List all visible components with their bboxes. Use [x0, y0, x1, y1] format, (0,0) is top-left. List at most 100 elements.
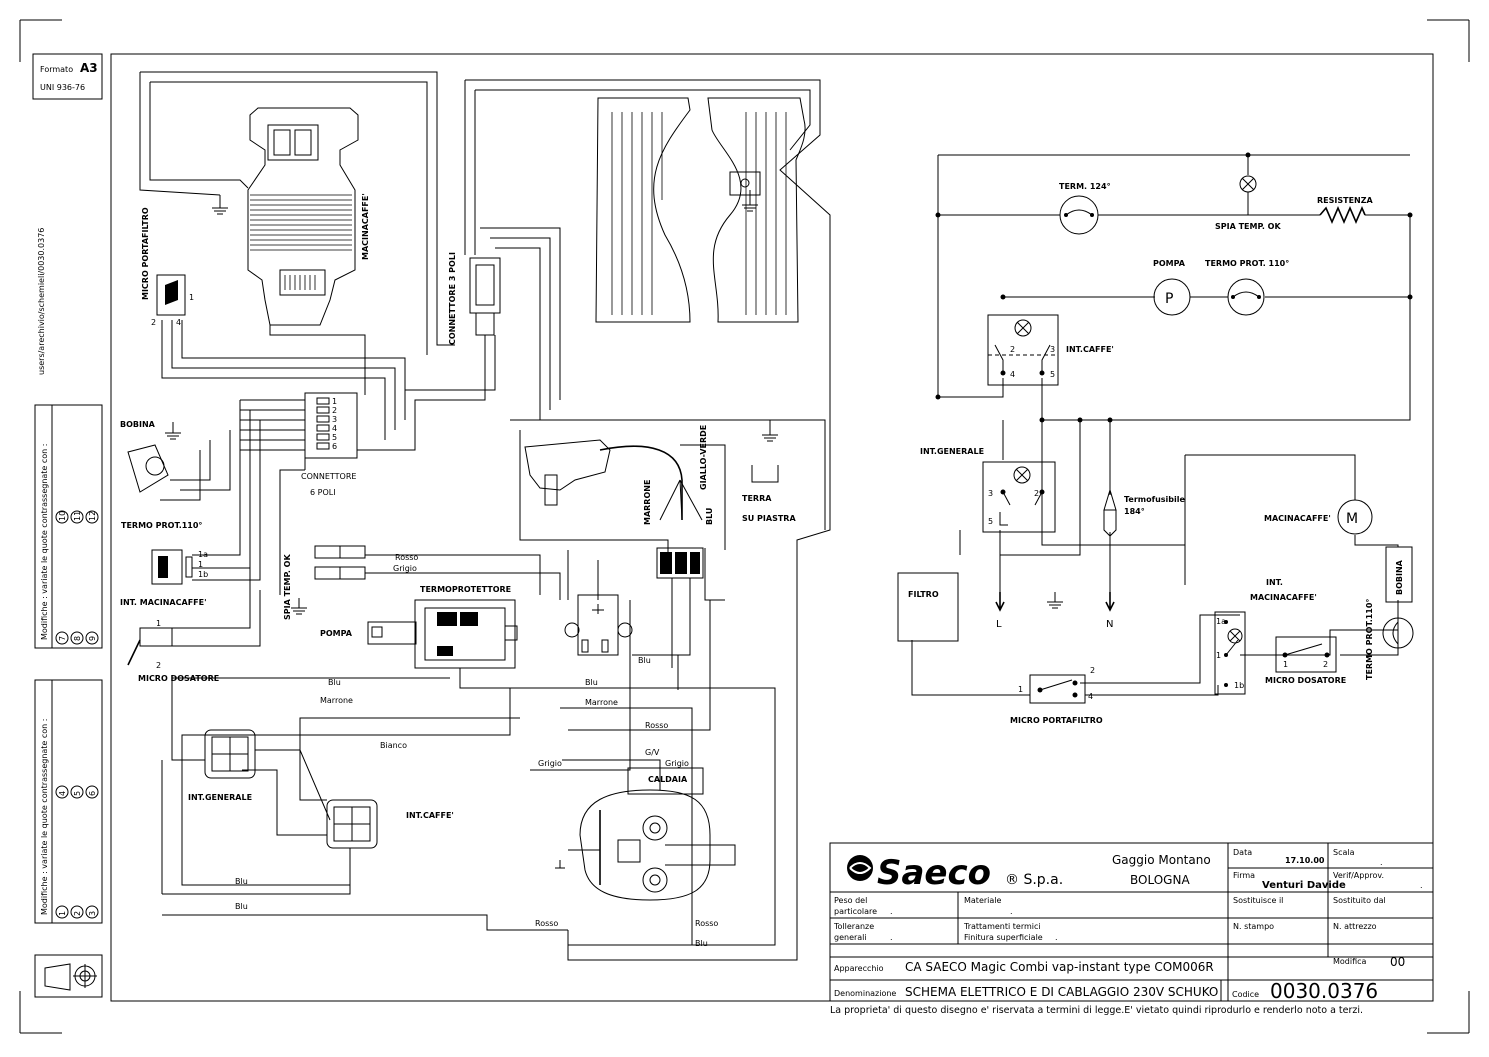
int-caffe-schematic: 2 3 4 5 INT.CAFFE': [987, 314, 1114, 386]
spia-temp-lamp: SPIA TEMP. OK Rosso Grigio: [283, 545, 418, 620]
num-label: 4: [1088, 692, 1093, 701]
apparecchio-label: Apparecchio: [834, 964, 884, 973]
motor-symbol: M MACINACAFFE': [1264, 499, 1373, 535]
city: Gaggio Montano: [1112, 853, 1211, 867]
verif-value: .: [1420, 881, 1423, 890]
tolleranze-value: .: [890, 933, 893, 942]
pin-label: 5: [332, 433, 337, 442]
rev-num: 10: [58, 511, 67, 521]
grinder-motor: MACINACAFFE': [247, 107, 370, 326]
wire-label-gv: G/V: [645, 748, 660, 757]
wiring-motor-label: MACINACAFFE': [361, 193, 370, 260]
bobina-label: BOBINA: [120, 420, 156, 429]
wire-label-rosso: Rosso: [535, 919, 558, 928]
finitura-value: .: [1055, 933, 1058, 942]
rev-num: 9: [88, 636, 97, 641]
rev-num: 7: [58, 636, 67, 641]
schematic-wires: [911, 154, 1411, 696]
thermostat-plate: Blu: [564, 594, 651, 665]
verif-label: Verif/Approv.: [1333, 871, 1384, 880]
harness-wire-labels: Blu Marrone Bianco Blu Marrone Rosso G/V…: [235, 678, 718, 948]
terra-label-b: SU PIASTRA: [742, 514, 796, 523]
num-label: 5: [1050, 370, 1055, 379]
rev-num: 11: [73, 511, 82, 521]
connector-pins: [316, 397, 330, 450]
tolleranze-label-a: Tolleranze: [833, 922, 874, 931]
int-macinacaffe-switch: 1a 1 1b INT. MACINACAFFE': [120, 549, 208, 607]
attrezzo-label: N. attrezzo: [1333, 922, 1377, 931]
num-label: 5: [988, 517, 993, 526]
pin-label: 2: [156, 661, 161, 670]
num-label: 3: [988, 489, 993, 498]
wire-label-grigio: Grigio: [665, 759, 689, 768]
revision-label-a: Modifiche : variate le quote contrassegn…: [40, 444, 49, 641]
rev-num: 5: [73, 791, 82, 796]
crop-marks: [19, 19, 1470, 1034]
rev-num: 2: [73, 911, 82, 916]
harness-wires: [139, 71, 831, 961]
int-generale-schematic: 3 2 5 INT.GENERALE: [920, 447, 1056, 533]
wire-label-blu: Blu: [328, 678, 341, 687]
bobina-coil: BOBINA TERMO PROT.110°: [120, 420, 202, 530]
wire-label-marrone: Marrone: [585, 698, 618, 707]
termo-110: TERMO PROT. 110°: [1205, 259, 1289, 316]
schematic: TERM. 124° SPIA TEMP. OK RESISTENZA P PO…: [897, 152, 1414, 725]
num-label: 2: [1010, 345, 1015, 354]
resistenza-label: RESISTENZA: [1317, 196, 1374, 205]
micro-dosatore-label: MICRO DOSATORE: [1265, 676, 1346, 685]
revision-circles-a: 10 11 12 7 8 9: [55, 510, 99, 645]
filtro: FILTRO: [897, 572, 959, 642]
term-124: TERM. 124°: [1059, 182, 1111, 235]
spia-label: SPIA TEMP. OK: [1215, 222, 1281, 231]
wire-label-grigio: Grigio: [538, 759, 562, 768]
finitura-label: Finitura superficiale: [964, 933, 1043, 942]
num-label: 2: [1323, 660, 1328, 669]
margin-box: Formato A3 UNI 936-76 users/arechivio/sc…: [32, 53, 103, 998]
int-generale-label: INT.GENERALE: [920, 447, 984, 456]
term124-label: TERM. 124°: [1059, 182, 1111, 191]
wire-label-rosso: Rosso: [395, 553, 418, 562]
pin-label: 4: [176, 318, 181, 327]
termo-prot-label: TERMO PROT.110°: [1365, 599, 1374, 680]
rev-num: 1: [58, 911, 67, 916]
stampo-label: N. stampo: [1233, 922, 1274, 931]
junction-dots: [935, 152, 1413, 423]
apparecchio-value: CA SAECO Magic Combi vap-instant type CO…: [905, 960, 1214, 974]
wire-label-marrone: Marrone: [320, 696, 353, 705]
wiring-diagram: MACINACAFFE' MICRO PORTAFILTRO 1 2 4 CON…: [120, 71, 831, 961]
denominazione-label: Denominazione: [834, 989, 896, 998]
revision-circles-b: 4 5 6 1 2 3: [55, 785, 99, 919]
boiler-cover: [595, 97, 806, 323]
micro-portafiltro-schematic: 1 2 4 MICRO PORTAFILTRO: [1010, 666, 1103, 725]
num-label: 3: [1050, 345, 1055, 354]
terra-label-a: TERRA: [742, 494, 772, 503]
terra-su-piastra: TERRA SU PIASTRA: [742, 465, 796, 523]
schuko-plug: [524, 439, 703, 521]
bobina-label: BOBINA: [1395, 559, 1404, 595]
n-label: N: [1106, 619, 1113, 630]
pin-1a-label: 1a: [1216, 617, 1226, 626]
rev-num: 4: [58, 791, 67, 796]
pin-label: 2: [332, 406, 337, 415]
sostituisce-label: Sostituisce il: [1233, 896, 1283, 905]
num-label: 2: [1090, 666, 1095, 675]
pompa-symbol: P POMPA: [1153, 259, 1191, 316]
pin-1b-label: 1b: [1234, 681, 1244, 690]
termofusibile: Termofusibile 184°: [1103, 488, 1185, 537]
materiale-value: .: [1010, 907, 1013, 916]
projection-symbol: [34, 954, 103, 998]
int-macinacaffe-schematic: 1a 1 1b INT. MACINACAFFE': [1214, 578, 1317, 695]
pin-label: 6: [332, 442, 337, 451]
micro-portafiltro: MICRO PORTAFILTRO 1 2 4: [141, 207, 194, 327]
int-caffe-label: INT.CAFFE': [1066, 345, 1114, 354]
caldaia-label: CALDAIA: [648, 775, 688, 784]
pin-label: 1: [156, 619, 161, 628]
int-caffe-label: INT.CAFFE': [406, 811, 454, 820]
peso-value: .: [890, 907, 893, 916]
connettore-3-label: CONNETTORE 3 POLI: [448, 252, 457, 345]
codice-label: Codice: [1232, 990, 1259, 999]
pin-1-label: 1: [1216, 651, 1221, 660]
pompa-label: POMPA: [1153, 259, 1186, 268]
marrone-label: MARRONE: [643, 480, 652, 525]
